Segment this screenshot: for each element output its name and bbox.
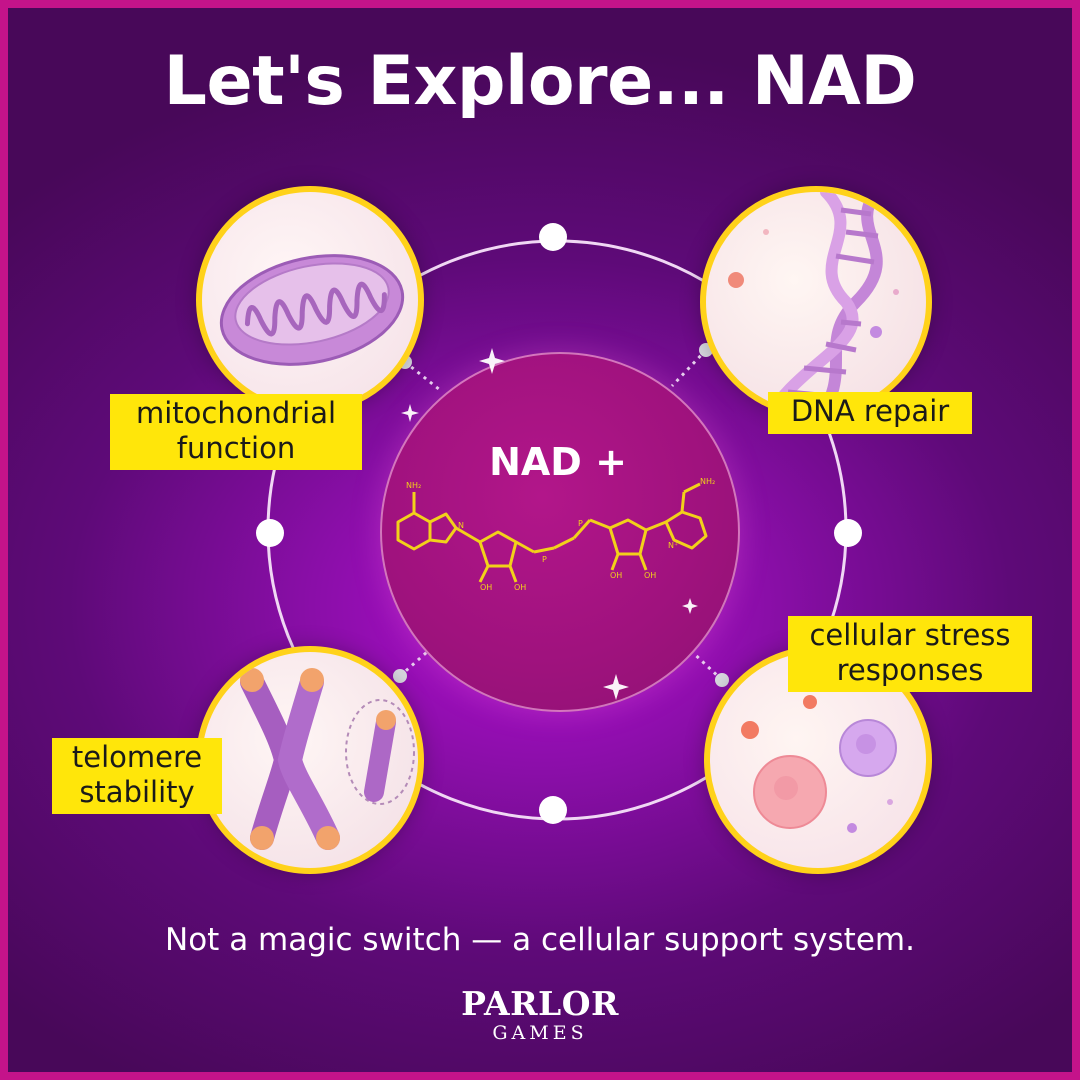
label-mitochondrial-function: mitochondrial function — [110, 394, 362, 470]
label-cellular-stress-responses: cellular stress responses — [788, 616, 1032, 692]
svg-text:OH: OH — [610, 571, 622, 580]
connector-dot — [393, 669, 407, 683]
connector-dot — [715, 673, 729, 687]
orbit-dot-bottom — [539, 796, 567, 824]
svg-text:N: N — [458, 521, 464, 530]
svg-text:P: P — [578, 519, 583, 528]
stress-particle-icon — [741, 695, 893, 833]
sparkle-icon — [401, 348, 698, 700]
svg-text:P: P — [542, 555, 547, 564]
svg-text:OH: OH — [644, 571, 656, 580]
chromosome-illustration — [196, 646, 424, 874]
particle-icon — [728, 229, 899, 338]
tagline: Not a magic switch — a cellular support … — [165, 922, 915, 958]
chromosome-icon — [240, 668, 415, 850]
svg-text:OH: OH — [514, 583, 526, 592]
parlor-games-logo: PARLOR GAMES — [440, 984, 640, 1054]
svg-text:NH₂: NH₂ — [406, 481, 421, 490]
page-title: Let's Explore... NAD — [163, 42, 917, 121]
svg-text:N⁺: N⁺ — [668, 541, 678, 550]
label-telomere-stability: telomere stability — [52, 738, 222, 814]
cell-icon — [753, 719, 897, 829]
dna-helix-icon — [764, 192, 883, 412]
mitochondrion-icon — [219, 254, 405, 366]
label-dna-repair: DNA repair — [768, 392, 972, 434]
mitochondria-illustration — [196, 186, 424, 414]
svg-text:NH₂: NH₂ — [700, 477, 715, 486]
logo-wordmark-top: PARLOR — [461, 984, 619, 1023]
orbit-dot-left — [256, 519, 284, 547]
logo-wordmark-bottom: GAMES — [492, 1022, 588, 1044]
svg-text:OH: OH — [480, 583, 492, 592]
connector-dna — [670, 348, 708, 388]
orbit-dot-right — [834, 519, 862, 547]
center-label: NAD + — [489, 440, 627, 484]
nad-molecule-icon: NH₂ N OH OH P P OH OH N⁺ NH₂ — [396, 477, 715, 592]
orbit-dot-top — [539, 223, 567, 251]
nad-center-circle — [380, 352, 740, 712]
dna-illustration — [700, 186, 932, 418]
